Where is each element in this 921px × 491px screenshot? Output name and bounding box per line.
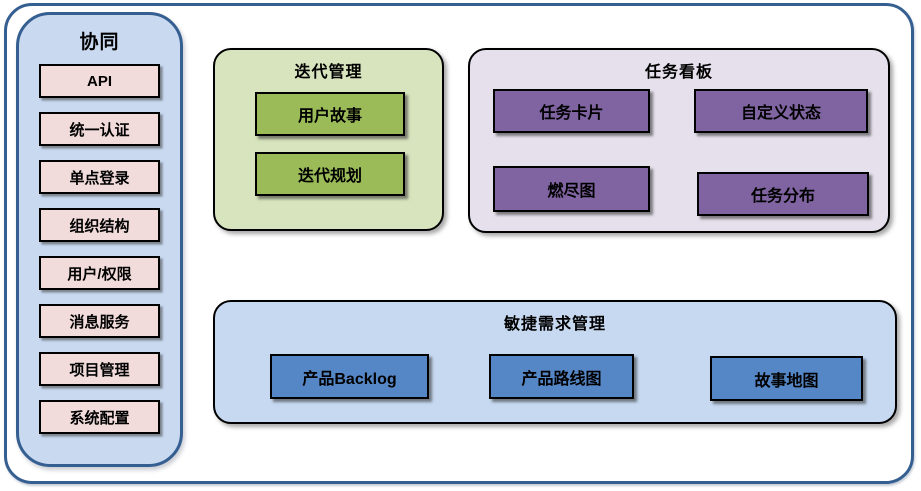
box-burndown-chart: 燃尽图 <box>493 166 650 212</box>
box-product-roadmap: 产品路线图 <box>489 354 634 399</box>
panel-iteration-title: 迭代管理 <box>294 64 363 81</box>
box-user-story: 用户故事 <box>255 92 405 136</box>
box-product-backlog: 产品Backlog <box>270 354 429 399</box>
sidebar-item-api: API <box>39 64 160 98</box>
panel-agile-requirements-title: 敏捷需求管理 <box>503 316 606 333</box>
sidebar-item-org-structure: 组织结构 <box>39 208 160 242</box>
box-task-card: 任务卡片 <box>493 89 650 133</box>
panel-agile-requirements: 敏捷需求管理 产品Backlog 产品路线图 故事地图 <box>213 300 897 424</box>
box-story-map: 故事地图 <box>710 356 863 401</box>
box-iteration-planning: 迭代规划 <box>255 152 405 196</box>
panel-task-board-title: 任务看板 <box>644 64 713 81</box>
panel-iteration-management: 迭代管理 用户故事 迭代规划 <box>213 48 444 231</box>
sidebar-item-user-permissions: 用户/权限 <box>39 256 160 290</box>
sidebar-collaboration: 协同 API 统一认证 单点登录 组织结构 用户/权限 消息服务 项目管理 系统… <box>16 12 183 467</box>
sidebar-item-message-service: 消息服务 <box>39 304 160 338</box>
panel-task-board: 任务看板 任务卡片 自定义状态 燃尽图 任务分布 <box>468 48 890 233</box>
sidebar-item-project-management: 项目管理 <box>39 352 160 386</box>
sidebar-item-unified-auth: 统一认证 <box>39 112 160 146</box>
box-custom-status: 自定义状态 <box>694 89 868 133</box>
sidebar-title: 协同 <box>79 32 120 53</box>
sidebar-item-system-config: 系统配置 <box>39 400 160 434</box>
box-task-distribution: 任务分布 <box>697 172 869 216</box>
sidebar-item-sso: 单点登录 <box>39 160 160 194</box>
